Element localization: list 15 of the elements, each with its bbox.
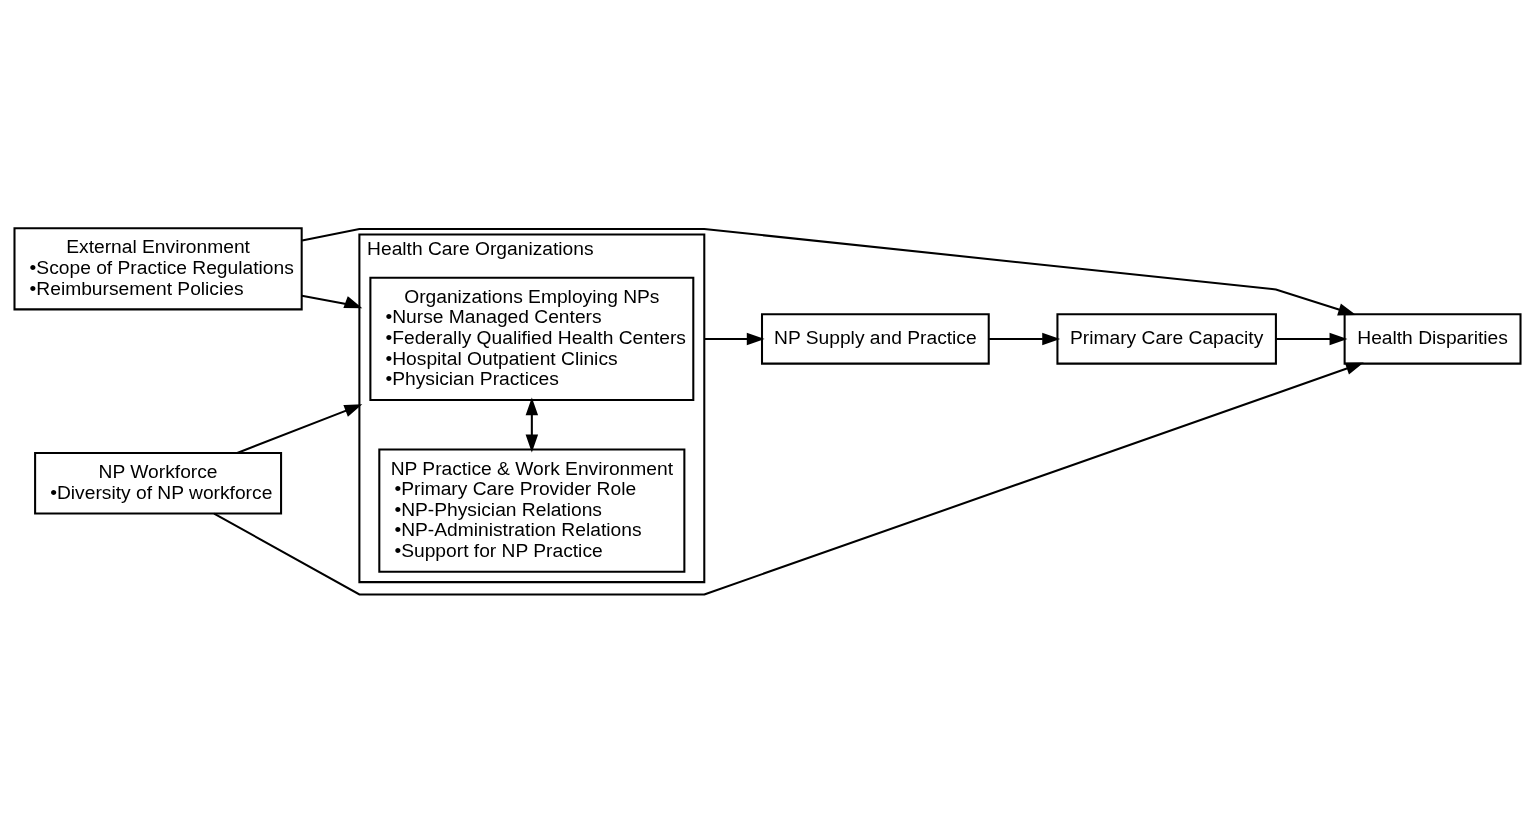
arrow: [1276, 332, 1348, 345]
arrow: [301, 227, 1357, 316]
node-box: Organizations Employing NPs •Nurse Managed Centers •Federally Qualified Health Centers •Hospital Outpatient Clinics •Physician Practices: [369, 276, 695, 401]
node-box: NP Workforce •Diversity of NP workforce: [34, 451, 283, 514]
node-box: NP Practice & Work Environment •Primary Care Provider Role •NP-Physician Relations •NP-Administration Relations •Support for NP Practice: [378, 448, 686, 573]
node-box: External Environment •Scope of Practice Regulations •Reimbursement Policies: [13, 226, 303, 310]
arrow: [301, 294, 363, 308]
arrow: [525, 396, 539, 452]
arrow: [704, 332, 765, 345]
node-box: Health Disparities: [1343, 312, 1522, 365]
arrow: [213, 362, 1364, 596]
arrow: [989, 332, 1061, 345]
arrow: [236, 403, 363, 454]
node-box: Primary Care Capacity: [1056, 312, 1277, 365]
node-box: NP Supply and Practice: [760, 312, 990, 365]
